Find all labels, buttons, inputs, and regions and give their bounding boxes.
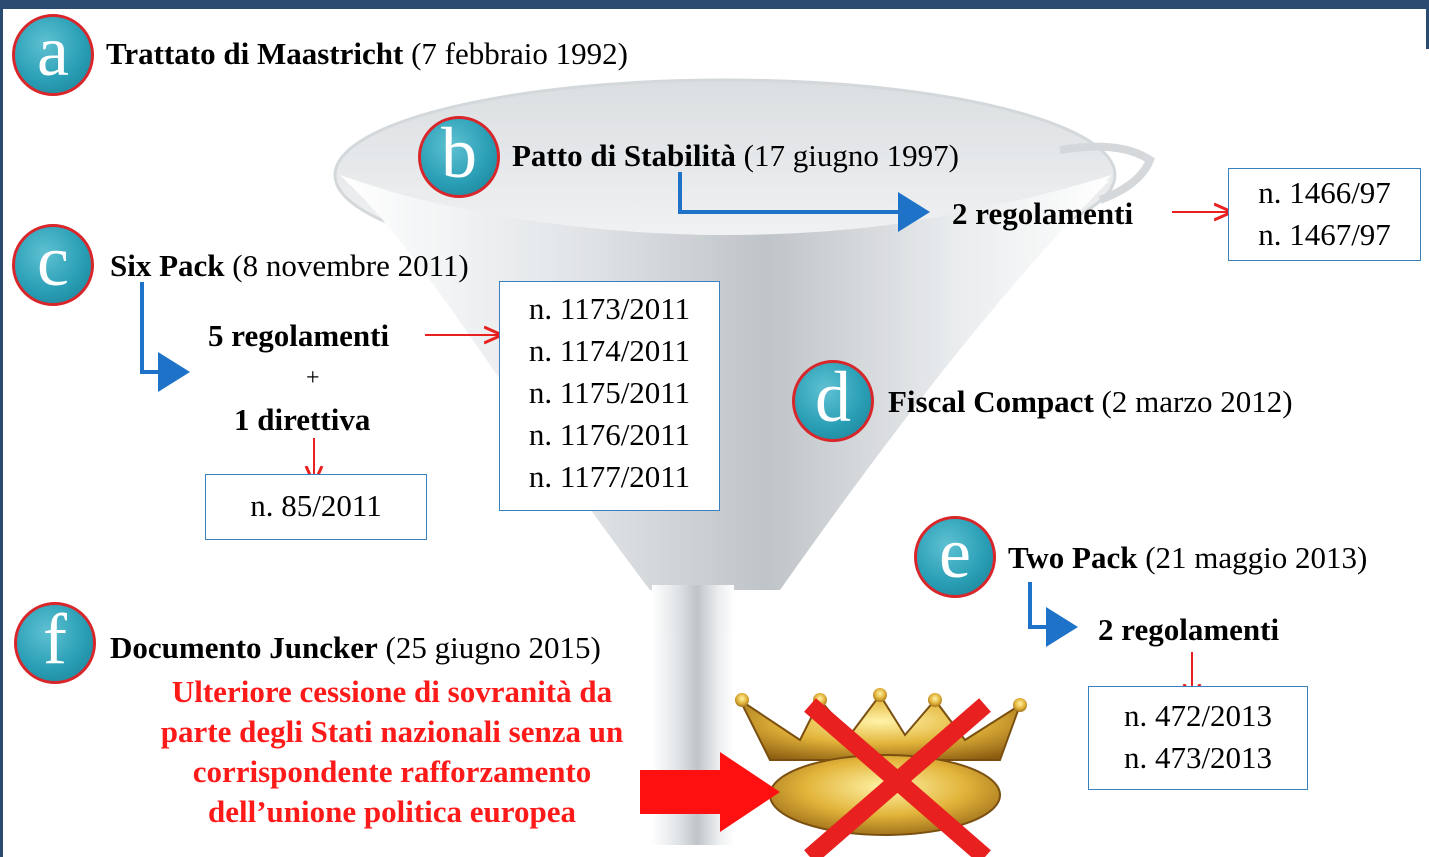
conclusion-arrow <box>640 752 780 832</box>
item-a-date: (7 febbraio 1992) <box>411 36 628 71</box>
badge-f: f <box>14 602 96 684</box>
badge-e: e <box>914 516 996 598</box>
item-e-refs-box: n. 472/2013 n. 473/2013 <box>1088 686 1308 790</box>
item-c-date: (8 novembre 2011) <box>232 248 469 283</box>
item-b-title: Patto di Stabilità <box>512 138 736 173</box>
item-f-date: (25 giugno 2015) <box>385 630 601 665</box>
badge-b: b <box>418 116 500 198</box>
ref-b-1: n. 1466/97 <box>1258 175 1391 210</box>
item-b: Patto di Stabilità (17 giugno 1997) <box>512 138 959 174</box>
conclusion-line-4: dell’unione politica europea <box>207 794 576 829</box>
arrow-b <box>678 172 930 232</box>
ref-c-directive: n. 85/2011 <box>250 488 382 523</box>
item-c: Six Pack (8 novembre 2011) <box>110 248 469 284</box>
item-e-title: Two Pack <box>1008 540 1138 575</box>
ref-e-1: n. 472/2013 <box>1123 698 1273 733</box>
conclusion-line-1: Ulteriore cessione di sovranità da <box>171 674 613 709</box>
item-a-title: Trattato di Maastricht <box>106 36 404 71</box>
ref-c-2: n. 1174/2011 <box>528 333 691 368</box>
item-c-result-regulations: 5 regolamenti <box>208 318 390 353</box>
item-c-directive-box: n. 85/2011 <box>205 474 427 540</box>
item-f: Documento Juncker (25 giugno 2015) <box>110 630 601 666</box>
right-border <box>1426 9 1429 49</box>
ref-c-4: n. 1176/2011 <box>528 417 691 452</box>
conclusion-line-3: corrispondente rafforzamento <box>192 754 592 789</box>
badge-c: c <box>12 224 94 306</box>
item-c-refs-box: n. 1173/2011 n. 1174/2011 n. 1175/2011 n… <box>499 281 720 511</box>
item-e-result: 2 regolamenti <box>1098 612 1280 647</box>
item-b-result: 2 regolamenti <box>952 196 1134 231</box>
arrow-c <box>140 282 190 392</box>
arrow-e <box>1028 582 1078 647</box>
item-f-title: Documento Juncker <box>110 630 378 665</box>
item-d-title: Fiscal Compact <box>888 384 1094 419</box>
item-c-plus: + <box>306 365 320 391</box>
ref-c-3: n. 1175/2011 <box>528 375 691 410</box>
item-e-date: (21 maggio 2013) <box>1145 540 1368 575</box>
conclusion-line-2: parte degli Stati nazionali senza un <box>160 714 624 749</box>
item-e: Two Pack (21 maggio 2013) <box>1008 540 1367 576</box>
ref-b-2: n. 1467/97 <box>1258 217 1391 252</box>
item-a: Trattato di Maastricht (7 febbraio 1992) <box>106 36 628 72</box>
ref-c-5: n. 1177/2011 <box>528 459 691 494</box>
left-border <box>0 9 3 857</box>
item-c-result-directive: 1 direttiva <box>234 402 371 437</box>
top-border <box>0 0 1429 9</box>
item-b-refs-box: n. 1466/97 n. 1467/97 <box>1228 168 1421 261</box>
conclusion-text: Ulteriore cessione di sovranità da parte… <box>92 672 692 832</box>
item-c-title: Six Pack <box>110 248 225 283</box>
badge-d: d <box>792 360 874 442</box>
item-d: Fiscal Compact (2 marzo 2012) <box>888 384 1293 420</box>
ref-c-1: n. 1173/2011 <box>528 291 691 326</box>
red-x-icon <box>804 698 991 857</box>
badge-a: a <box>12 14 94 96</box>
item-b-date: (17 giugno 1997) <box>743 138 959 173</box>
ref-e-2: n. 473/2013 <box>1123 740 1273 775</box>
item-d-date: (2 marzo 2012) <box>1101 384 1293 419</box>
